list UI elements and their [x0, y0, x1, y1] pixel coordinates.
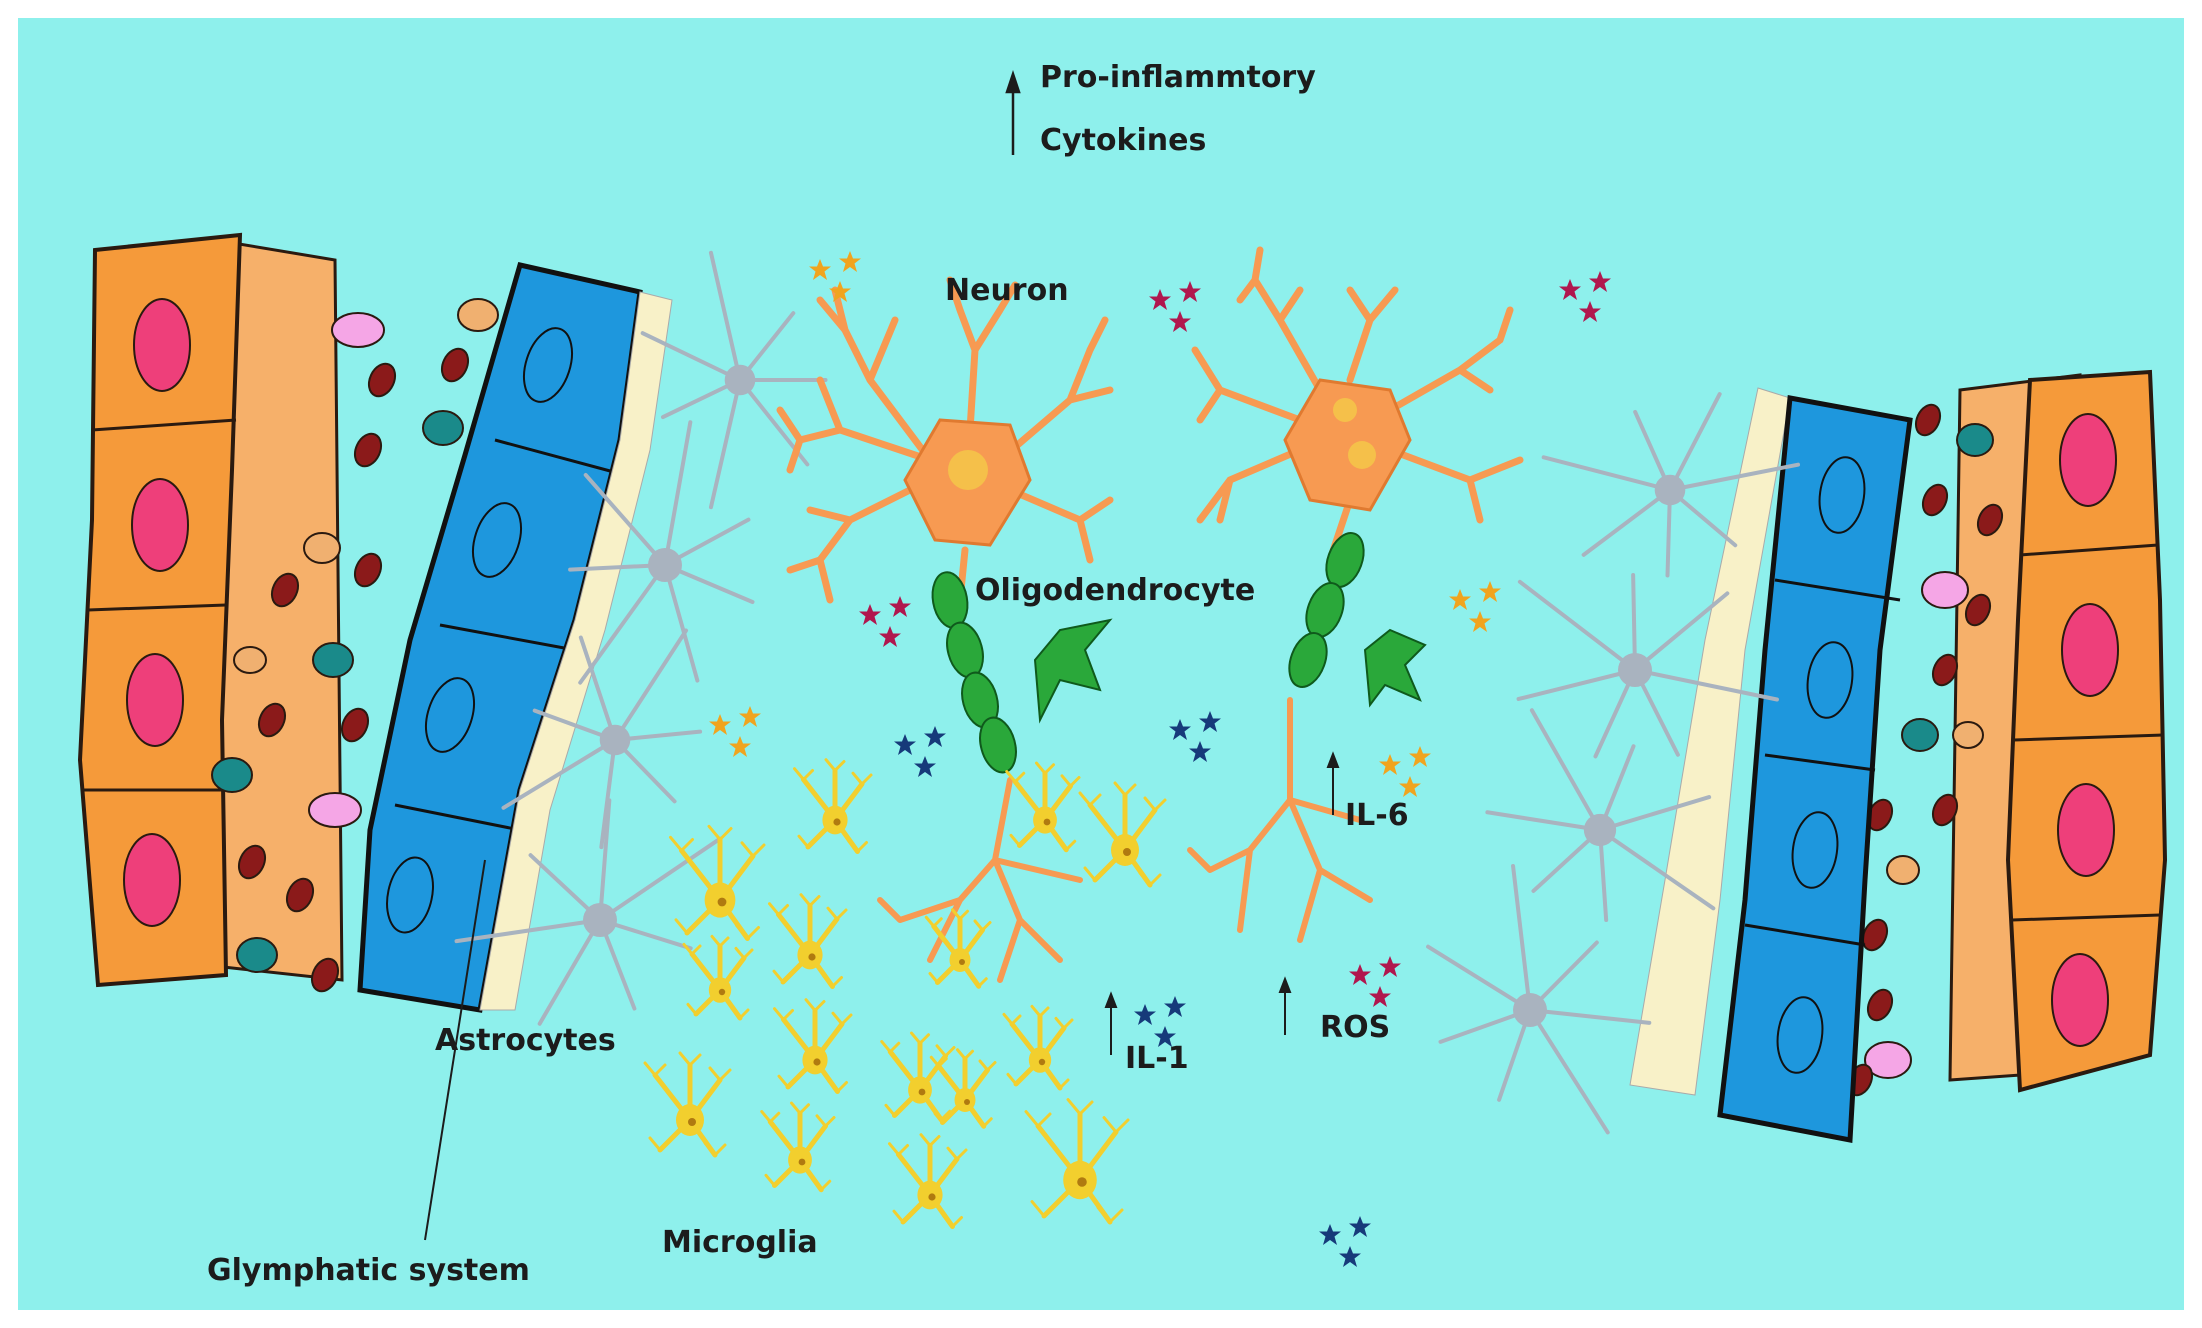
axon-terminal-left — [877, 777, 1083, 983]
microglia-cell — [773, 998, 853, 1094]
label-il6: IL-6 — [1345, 798, 1409, 833]
left-blue-layer — [357, 262, 673, 1013]
oligodendrocyte-right — [1288, 532, 1427, 708]
astrocyte — [1485, 708, 1716, 923]
up-arrow-icon — [1104, 991, 1118, 1055]
neuron-right — [1191, 246, 1524, 564]
microglia — [643, 758, 1167, 1229]
microglia-cell — [1078, 781, 1167, 888]
label-ros: ROS — [1320, 1010, 1390, 1045]
glymphatic-pointer-line — [424, 859, 486, 1241]
microglia-cell — [768, 893, 848, 989]
up-arrow-icon — [1005, 70, 1021, 155]
microglia-cell — [682, 934, 754, 1021]
label-neuron: Neuron — [945, 273, 1069, 308]
microglia-cell — [929, 1048, 997, 1129]
astrocyte — [454, 798, 723, 1026]
neuron-left — [776, 276, 1114, 604]
oligodendrocyte-left — [931, 571, 1113, 774]
right-endothelial-wall — [1948, 369, 2168, 1093]
neuron-left-nucleus — [948, 450, 988, 490]
microglia-cell — [793, 758, 873, 854]
up-arrow-icon — [1278, 976, 1292, 1035]
label-cytokines: Cytokines — [1040, 123, 1206, 158]
left-blood-cells — [211, 298, 499, 993]
microglia-cell — [643, 1051, 732, 1158]
neuron-right-nucleus — [1333, 398, 1357, 422]
label-oligodendrocyte: Oligodendrocyte — [975, 573, 1255, 608]
microglia-cell — [760, 1101, 836, 1193]
label-il1: IL-1 — [1125, 1041, 1189, 1076]
label-glymphatic-system: Glymphatic system — [207, 1253, 530, 1288]
microglia-cell — [669, 824, 766, 941]
microglia-cell — [1005, 761, 1081, 853]
right-blood-cells — [1767, 403, 2004, 1097]
astrocyte — [640, 250, 828, 510]
neuron-right-body — [1283, 378, 1412, 512]
microglia-cell — [1002, 1004, 1074, 1091]
microglia-cell — [1024, 1098, 1130, 1225]
astrocyte — [1541, 392, 1801, 578]
label-pro-inflammatory: Pro-inflammtory — [1040, 60, 1316, 95]
microglia-cell — [888, 1133, 968, 1229]
astrocyte — [1426, 863, 1652, 1135]
microglia-cell — [924, 908, 992, 989]
label-microglia: Microglia — [662, 1225, 818, 1260]
axon-terminal-right — [1187, 697, 1373, 943]
up-arrow-icon — [1326, 751, 1340, 815]
neuron-right-nucleus-2 — [1348, 441, 1376, 469]
astrocytes — [454, 250, 1801, 1135]
left-endothelial-wall — [77, 232, 344, 988]
astrocyte — [1516, 573, 1779, 759]
astrocyte — [501, 628, 703, 850]
right-blue-layer — [1629, 387, 1913, 1143]
label-astrocytes: Astrocytes — [435, 1023, 616, 1058]
astrocyte — [568, 420, 755, 685]
